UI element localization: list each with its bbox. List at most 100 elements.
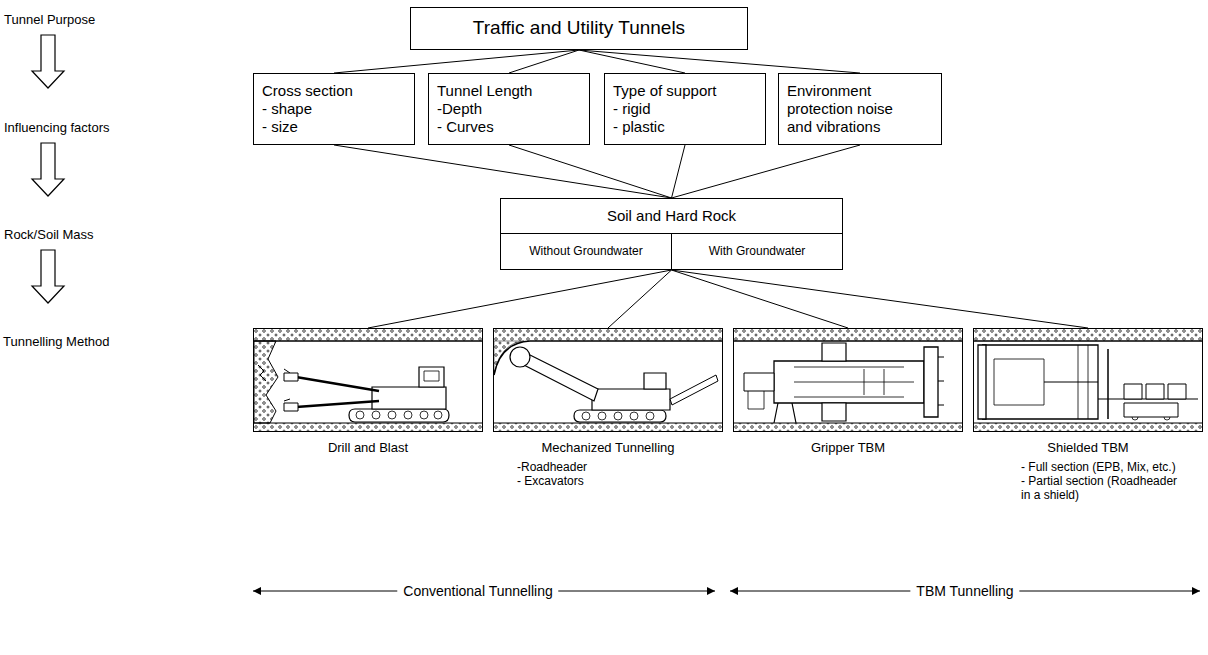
text-line: - size: [262, 118, 406, 136]
machine-sketch: [494, 341, 722, 375]
machine-sketch: [1132, 417, 1170, 420]
connector-line: [672, 270, 849, 328]
node-title: Soil and Hard Rock: [501, 199, 842, 233]
machine-sketch: [1168, 384, 1186, 399]
flow-arrow: [32, 143, 64, 196]
ground-texture: [734, 329, 962, 341]
node-title: Without Groundwater: [529, 244, 642, 258]
machine-drawing: [974, 329, 1202, 431]
machine-sketch: [434, 411, 442, 419]
machine-sketch: [938, 357, 944, 405]
machine-sketch: [630, 412, 638, 420]
text-line: - plastic: [613, 118, 757, 136]
connector-line: [509, 145, 672, 198]
machine-sketch: [284, 373, 298, 381]
text-line: in a shield): [1021, 488, 1203, 502]
text-line: and vibrations: [787, 118, 933, 136]
machine-sketch: [734, 422, 962, 423]
flow-arrow: [32, 35, 64, 88]
connector-line: [368, 270, 672, 328]
machine-sketch: [734, 340, 962, 342]
machine-sketch: [356, 411, 364, 419]
ground-texture: [254, 423, 482, 431]
method-figure: Drill and Blast: [253, 328, 483, 456]
node-title: Shielded TBM: [973, 440, 1203, 456]
machine-sketch: [994, 359, 1044, 405]
machine-sketch: [420, 411, 428, 419]
ground-texture: [494, 329, 722, 341]
machine-sketch: [598, 412, 606, 420]
machine-sketch: [794, 367, 914, 397]
node-title: Environment protection noise and vibrati…: [787, 82, 933, 136]
machine-sketch: [978, 345, 986, 419]
node-title: Type of support - rigid - plastic: [613, 82, 757, 136]
machine-drawing: [494, 329, 722, 431]
stage-label: Rock/Soil Mass: [4, 227, 94, 243]
node-title: Gripper TBM: [733, 440, 963, 456]
node-title: Traffic and Utility Tunnels: [419, 17, 739, 40]
method-illustration: [973, 328, 1203, 432]
connector-line: [579, 50, 860, 73]
text-line: - shape: [262, 100, 406, 118]
text-line: protection noise: [787, 100, 933, 118]
text-line: -Depth: [437, 100, 581, 118]
machine-sketch: [982, 345, 1098, 419]
connector-line: [334, 145, 672, 198]
ground-texture: [254, 329, 482, 341]
flow-arrow: [32, 250, 64, 303]
stage-label: Influencing factors: [4, 120, 110, 136]
connector-line: [672, 145, 686, 198]
connector-line: [509, 50, 579, 73]
ground-texture: [974, 329, 1202, 341]
machine-sketch: [574, 410, 666, 422]
text-line: Cross section: [262, 82, 406, 100]
process-box: Tunnel Length -Depth - Curves: [428, 73, 590, 145]
connector-line: [672, 145, 861, 198]
method-illustration: [493, 328, 723, 432]
machine-sketch: [744, 373, 774, 391]
machine-sketch: [864, 369, 884, 395]
text-line: -Roadheader: [517, 460, 723, 474]
machine-sketch: [614, 412, 622, 420]
method-illustration: [253, 328, 483, 432]
method-figure: Mechanized Tunnelling -Roadheader - Excav…: [493, 328, 723, 488]
node-title: Drill and Blast: [253, 440, 483, 456]
machine-sketch: [254, 341, 278, 423]
connector-line: [608, 270, 672, 328]
text-line: - Full section (EPB, Mix, etc.): [1021, 460, 1203, 474]
machine-sketch: [774, 361, 924, 403]
machine-sketch: [1146, 384, 1164, 399]
ground-texture: [734, 423, 962, 431]
node-title: Mechanized Tunnelling: [493, 440, 723, 456]
stage-label: Tunnelling Method: [3, 334, 109, 350]
process-box: Type of support - rigid - plastic: [604, 73, 766, 145]
text-line: - Excavators: [517, 474, 723, 488]
process-box: Cross section - shape - size: [253, 73, 415, 145]
machine-sketch: [670, 375, 718, 405]
machine-sketch: [924, 347, 938, 417]
node-title: With Groundwater: [709, 244, 806, 258]
machine-sketch: [1044, 382, 1098, 383]
machine-drawing: [734, 329, 962, 431]
cell-box: With Groundwater: [671, 233, 842, 269]
machine-sketch: [1107, 349, 1109, 419]
machine-sketch: [388, 411, 396, 419]
text-line: - Partial section (Roadheader: [1021, 474, 1203, 488]
machine-sketch: [372, 387, 446, 409]
connector-line: [672, 270, 1089, 328]
group-box: Soil and Hard RockWithout Groundwater Wit…: [500, 198, 843, 270]
machine-sketch: [1124, 384, 1142, 399]
process-box: Traffic and Utility Tunnels: [410, 7, 748, 50]
method-illustration: [733, 328, 963, 432]
text-line: Type of support: [613, 82, 757, 100]
machine-sketch: [284, 403, 298, 411]
machine-drawing: [254, 329, 482, 431]
machine-sketch: [822, 343, 846, 361]
machine-sketch: [296, 377, 379, 391]
range-label: Conventional Tunnelling: [397, 583, 558, 600]
machine-sketch: [520, 353, 598, 401]
machine-sketch: [296, 401, 379, 407]
machine-sketch: [424, 371, 439, 381]
stage-label: Tunnel Purpose: [4, 12, 95, 28]
